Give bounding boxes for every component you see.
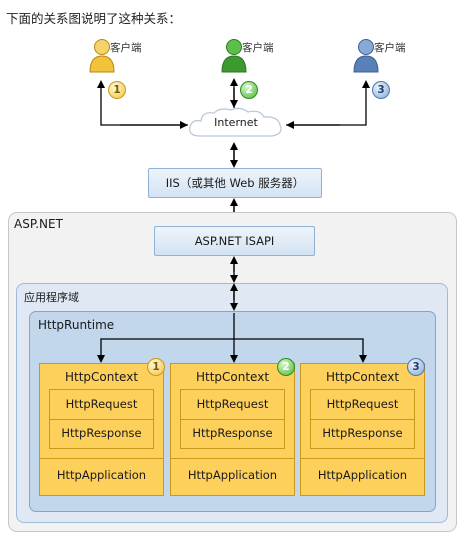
client-2-number-badge: 2 bbox=[240, 81, 258, 99]
user-icon bbox=[89, 39, 115, 73]
http-application-label: HttpApplication bbox=[187, 468, 278, 482]
http-runtime-label: HttpRuntime bbox=[38, 318, 115, 332]
runtime-branch-1 bbox=[97, 338, 234, 363]
app-domain-label: 应用程序域 bbox=[24, 291, 79, 304]
http-request-label: HttpRequest bbox=[181, 390, 284, 420]
http-request-label: HttpRequest bbox=[50, 390, 153, 420]
http-response-label: HttpResponse bbox=[322, 426, 403, 440]
http-application-label: HttpApplication bbox=[56, 468, 147, 482]
aspnet-label: ASP.NET bbox=[14, 217, 63, 231]
user-icon bbox=[221, 39, 247, 73]
context-2-number-badge: 2 bbox=[277, 358, 295, 376]
client-3: 客户端 3 bbox=[352, 38, 432, 108]
divider bbox=[301, 458, 424, 459]
http-context-title: HttpContext bbox=[64, 370, 139, 384]
internet-label: Internet bbox=[214, 116, 258, 129]
divider bbox=[171, 458, 294, 459]
client-1: 客户端 1 bbox=[88, 38, 168, 108]
context-3-number-badge: 3 bbox=[407, 358, 425, 376]
http-context-title: HttpContext bbox=[325, 370, 400, 384]
divider bbox=[40, 458, 163, 459]
runtime-branch-3 bbox=[234, 338, 367, 363]
client-1-number-badge: 1 bbox=[108, 81, 126, 99]
client-2-label: 客户端 bbox=[242, 42, 274, 54]
request-response-group: HttpRequest HttpResponse bbox=[310, 389, 415, 449]
iis-label: IIS（或其他 Web 服务器） bbox=[165, 176, 305, 190]
http-request-label: HttpRequest bbox=[311, 390, 414, 420]
request-response-group: HttpRequest HttpResponse bbox=[180, 389, 285, 449]
http-context-title: HttpContext bbox=[195, 370, 270, 384]
client-1-label: 客户端 bbox=[110, 42, 142, 54]
request-response-group: HttpRequest HttpResponse bbox=[49, 389, 154, 449]
iis-box: IIS（或其他 Web 服务器） bbox=[148, 168, 322, 198]
http-context-3: HttpContext HttpRequest HttpResponse Htt… bbox=[300, 363, 425, 496]
client-2: 客户端 2 bbox=[220, 38, 300, 108]
client-3-number-badge: 3 bbox=[372, 81, 390, 99]
http-response-label: HttpResponse bbox=[192, 426, 273, 440]
isapi-label: ASP.NET ISAPI bbox=[194, 234, 275, 248]
user-icon bbox=[353, 39, 379, 73]
http-application-label: HttpApplication bbox=[317, 468, 408, 482]
http-response-label: HttpResponse bbox=[61, 426, 142, 440]
internet-cloud-icon bbox=[189, 107, 282, 137]
http-context-2: HttpContext HttpRequest HttpResponse Htt… bbox=[170, 363, 295, 496]
http-context-1: HttpContext HttpRequest HttpResponse Htt… bbox=[39, 363, 164, 496]
isapi-box: ASP.NET ISAPI bbox=[154, 226, 315, 256]
client-3-label: 客户端 bbox=[374, 42, 406, 54]
context-1-number-badge: 1 bbox=[147, 358, 165, 376]
intro-text: 下面的关系图说明了这种关系： bbox=[6, 11, 182, 26]
